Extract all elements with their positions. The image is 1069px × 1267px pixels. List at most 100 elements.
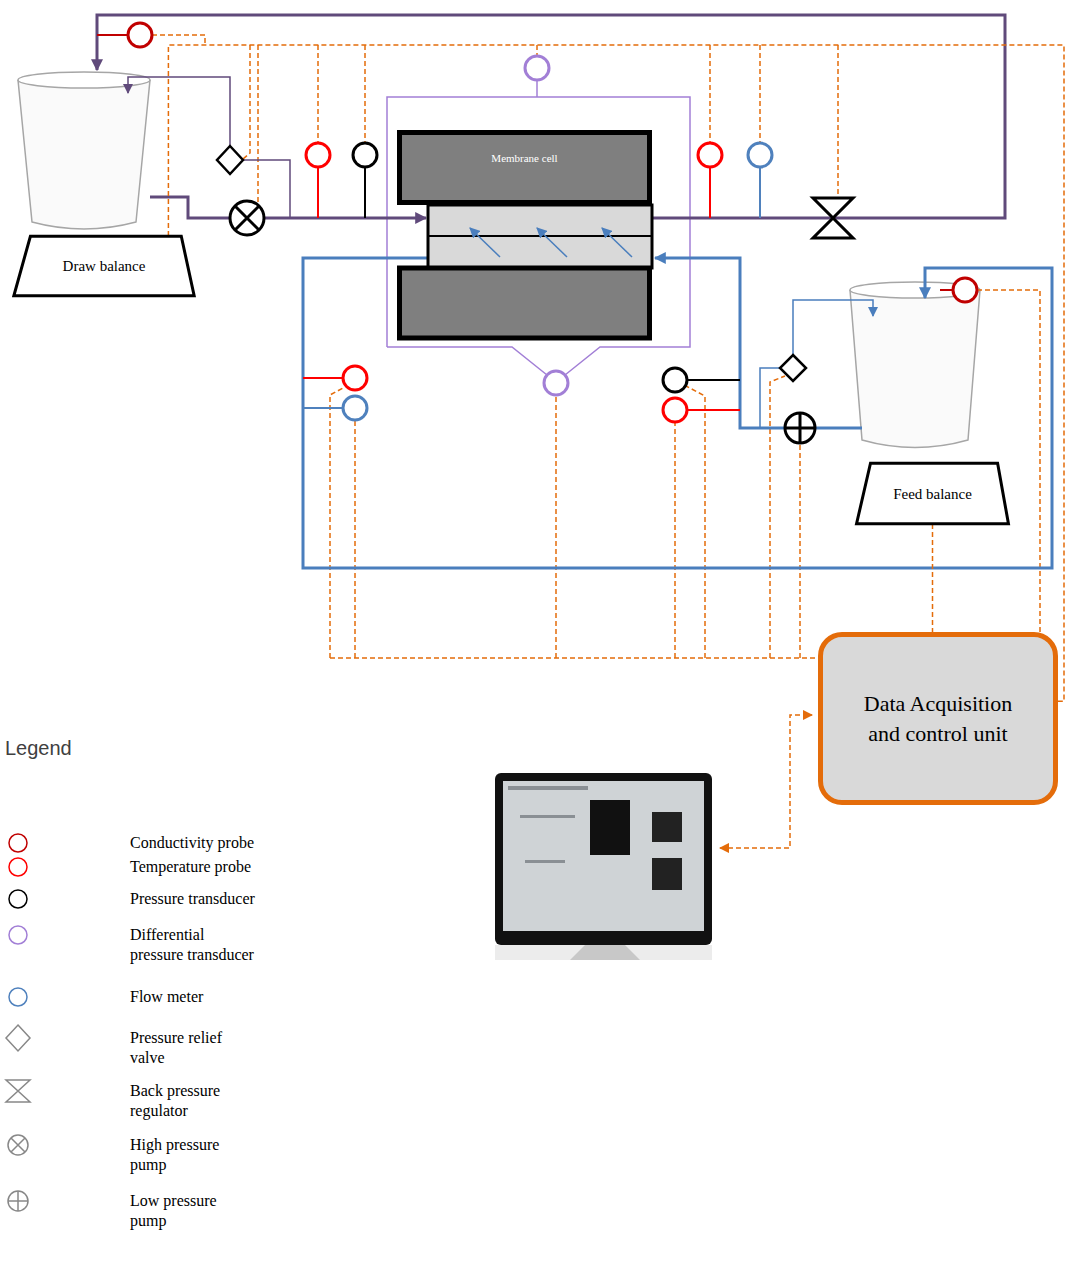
membrane-line <box>428 235 652 237</box>
relief-line <box>760 368 780 428</box>
permeation-arrow <box>602 228 632 257</box>
pump-body <box>785 413 815 443</box>
legend-symbol <box>11 1138 25 1152</box>
differential-pressure-transducer <box>525 56 549 80</box>
computer-monitor <box>495 773 712 960</box>
draw-pipe <box>150 197 230 218</box>
temperature-probe <box>698 143 722 167</box>
screen-detail <box>520 815 575 818</box>
legend-text: Low pressure pump <box>130 1192 217 1229</box>
pump-cross <box>235 206 259 230</box>
legend-symbol <box>9 834 27 852</box>
pressure-transducer <box>663 368 687 392</box>
legend-entry: Pressure relief valve <box>130 1028 235 1068</box>
relief-line <box>793 300 873 355</box>
legend-symbol <box>6 1025 30 1051</box>
signal-line <box>168 45 1064 701</box>
legend-text: Back pressure regulator <box>130 1082 220 1119</box>
probe-stem <box>940 289 953 291</box>
trapezoid-shape <box>857 463 1009 523</box>
signal-wire <box>759 45 761 143</box>
control-unit: Data Acquisition and control unit <box>818 632 1058 805</box>
legend-heading: Legend <box>5 736 72 760</box>
permeation-arrows <box>470 228 632 257</box>
signal-wire <box>709 45 711 143</box>
feed-pipe <box>303 258 1052 568</box>
screen-detail <box>590 800 630 855</box>
signal-wire <box>770 376 785 658</box>
legend-entry: Conductivity probe <box>130 833 300 853</box>
signal-wire <box>686 386 705 658</box>
permeation-arrow <box>537 228 567 257</box>
screen-detail <box>652 812 682 842</box>
node-label: Membrane cell <box>491 152 557 165</box>
node-label: Draw balance <box>63 257 146 275</box>
probe-stem <box>687 379 740 381</box>
legend-text: Differential pressure transducer <box>130 926 254 963</box>
membrane-cell-body <box>400 205 653 338</box>
pressure-relief-valve <box>217 146 243 174</box>
relief-line <box>128 77 230 146</box>
trapezoid-outline <box>12 235 196 297</box>
signal-wires <box>152 35 1040 848</box>
probe-stem <box>687 409 740 411</box>
legend-entry: High pressure pump <box>130 1135 235 1175</box>
instruments <box>128 23 977 443</box>
temperature-probe <box>663 398 687 422</box>
legend-symbol <box>9 858 27 876</box>
legend-text: Flow meter <box>130 988 203 1005</box>
signal-wire <box>152 35 205 45</box>
bracket-line <box>387 97 690 375</box>
signal-wire <box>799 443 801 658</box>
signal-wire <box>674 422 676 658</box>
probe-stem <box>303 407 343 409</box>
legend-text: Pressure relief valve <box>130 1029 222 1066</box>
signal-wire <box>536 45 538 56</box>
legend-symbol <box>6 1080 30 1102</box>
probe-stem <box>759 167 761 218</box>
monitor-stand <box>570 945 640 960</box>
signal-wire <box>354 420 356 658</box>
membrane-cell: Membrane cell <box>397 130 652 205</box>
pressure-transducer <box>353 143 377 167</box>
monitor-stand <box>495 945 712 960</box>
node-label: Feed balance <box>893 485 972 503</box>
legend-text: High pressure pump <box>130 1136 219 1173</box>
high-pressure-pump <box>230 201 264 235</box>
trapezoid-shape <box>14 236 194 296</box>
temperature-probe <box>306 143 330 167</box>
screen-detail <box>652 858 682 890</box>
tank-body <box>18 80 150 229</box>
legend-symbol <box>8 1191 28 1211</box>
legend-text: Conductivity probe <box>130 834 254 851</box>
pump-plus <box>785 413 815 443</box>
legend-entry: Low pressure pump <box>130 1191 235 1231</box>
conductivity-probe <box>953 278 977 302</box>
monitor-screen <box>503 781 704 931</box>
screen-detail <box>508 786 588 790</box>
bracket-line <box>536 80 538 97</box>
legend-text: Pressure transducer <box>130 890 255 907</box>
legend-symbol <box>8 1191 28 1211</box>
signal-wire <box>837 45 839 199</box>
signal-wire <box>364 45 366 143</box>
legend-entry: Flow meter <box>130 987 300 1007</box>
feed-loop <box>303 258 1052 568</box>
differential-bracket <box>387 80 690 375</box>
legend-symbol <box>8 1135 28 1155</box>
trapezoid-outline <box>855 462 1010 525</box>
pump-body <box>230 201 264 235</box>
legend-entry: Back pressure regulator <box>130 1081 235 1121</box>
legend-symbols <box>6 834 30 1211</box>
differential-pressure-transducer <box>544 371 568 395</box>
feed-tank <box>850 282 980 448</box>
probe-stems <box>97 35 953 410</box>
signal-wire <box>555 395 557 658</box>
screen-detail <box>525 860 565 863</box>
signal-wire <box>243 45 250 159</box>
legend-text: Temperature probe <box>130 858 251 875</box>
node-label: Data Acquisition and control unit <box>846 689 1031 748</box>
